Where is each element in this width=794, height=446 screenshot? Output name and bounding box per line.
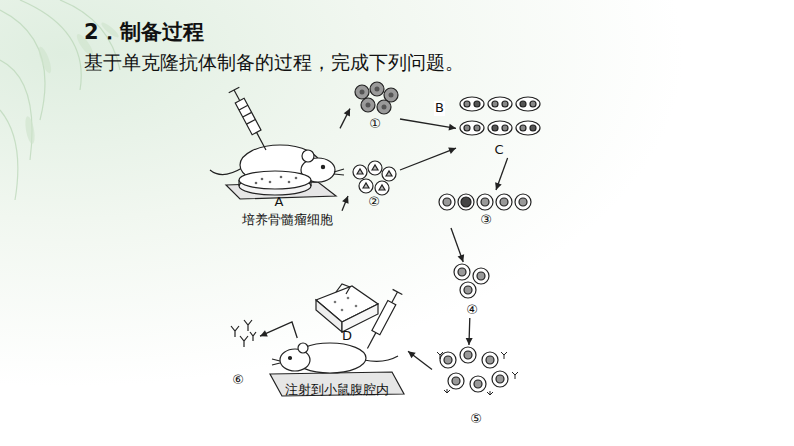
node-label: 注射到小鼠腹腔内: [283, 382, 391, 398]
instruction-text: 基于单克隆抗体制备的过程，完成下列问题。: [84, 50, 464, 76]
cell-callout: ①: [350, 80, 400, 132]
mouse-callout: A: [218, 90, 340, 210]
node-label: ③: [478, 212, 494, 228]
process-arrow: [340, 109, 350, 129]
node-label: A: [273, 194, 286, 210]
flask-callout: D: [312, 282, 382, 344]
node-label: 培养骨髓瘤细胞: [240, 212, 335, 228]
antibody-callout: ⑥: [216, 314, 260, 388]
process-arrow: [495, 158, 508, 190]
node-label: ⑤: [468, 411, 484, 427]
process-arrow: [466, 318, 473, 345]
fusion-callout: C: [456, 92, 542, 158]
node-label: D: [340, 328, 354, 344]
node-label: ⑥: [230, 372, 246, 388]
step-label: B: [434, 101, 445, 115]
process-arrow: [342, 196, 349, 211]
dish-caption: 培养骨髓瘤细胞: [232, 166, 342, 228]
injection-caption: 注射到小鼠腹腔内: [266, 338, 408, 398]
cell-callout: ④: [450, 262, 494, 318]
cell-callout: ⑤: [432, 345, 520, 427]
cell-callout: ②: [348, 160, 400, 210]
cell-callout: ③: [436, 190, 536, 228]
node-label: C: [492, 142, 505, 158]
node-label: ①: [367, 116, 383, 132]
slide-title: 2．制备过程: [84, 18, 204, 46]
process-arrow: [400, 147, 456, 170]
process-arrow: [260, 322, 297, 338]
process-arrow: [451, 228, 464, 262]
node-label: ②: [366, 194, 382, 210]
node-label: ④: [464, 302, 480, 318]
process-arrow: [400, 119, 456, 131]
process-arrow: [408, 351, 432, 369]
